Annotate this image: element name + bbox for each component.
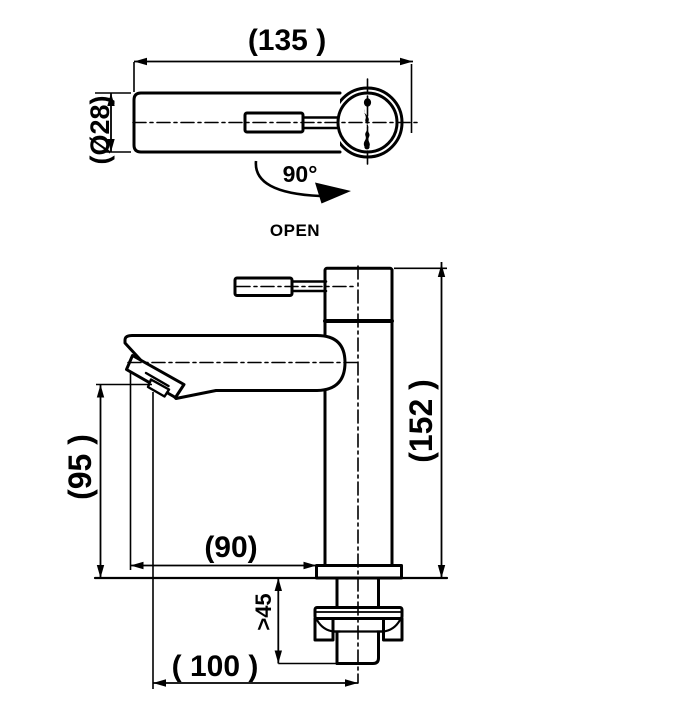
dim-135: (135 ) — [133, 24, 413, 133]
side-view-body-column — [323, 268, 394, 567]
arrowhead-up-icon — [274, 578, 282, 591]
dim-135-label: (135 ) — [248, 24, 326, 57]
dim-95-label: (95 ) — [62, 434, 98, 500]
dim-152-label: (152 ) — [403, 379, 439, 463]
dim-diameter-label: (Ø28) — [85, 95, 115, 164]
dim-90-label: (90) — [204, 531, 257, 564]
dim-90: (90) — [129, 373, 317, 570]
arrowhead-up-icon — [96, 384, 105, 398]
side-view-centerlines — [127, 265, 359, 684]
dim-95: (95 ) — [62, 383, 152, 578]
arrowhead-right-icon — [400, 57, 413, 66]
mounting-shank-upper — [335, 576, 380, 609]
arrowhead-left-icon — [153, 679, 166, 687]
arrowhead-left-icon — [130, 561, 144, 570]
rotation-arrowhead-icon — [315, 182, 351, 204]
rotation-angle-label: 90° — [283, 161, 318, 187]
top-view-handle-neck — [301, 116, 339, 130]
dim-152: (152 ) — [394, 262, 447, 578]
side-view-aerator — [125, 354, 186, 399]
arrowhead-down-icon — [437, 565, 446, 578]
rotation-annotation: 90° OPEN — [254, 160, 351, 240]
open-label: OPEN — [270, 221, 320, 240]
top-view-centerlines — [132, 78, 421, 167]
arrowhead-left-icon — [134, 57, 147, 66]
arrowhead-right-icon — [345, 679, 358, 687]
arrowhead-right-icon — [303, 561, 317, 570]
arrowhead-down-icon — [96, 565, 105, 578]
top-view — [132, 78, 421, 167]
dim-100-label: ( 100 ) — [172, 650, 259, 683]
arrowhead-down-icon — [274, 650, 282, 664]
dim-100: ( 100 ) — [152, 392, 358, 689]
side-view — [93, 265, 449, 684]
arrowhead-up-icon — [107, 93, 115, 106]
arrowhead-down-icon — [107, 139, 115, 152]
dim-45-label: >45 — [251, 593, 276, 630]
mounting-nut — [313, 617, 404, 642]
dim-diameter-28: (Ø28) — [85, 92, 131, 165]
side-view-handle-neck — [290, 280, 328, 293]
dim-45: >45 — [251, 578, 337, 665]
arrowhead-up-icon — [437, 264, 446, 277]
rotation-arc — [254, 160, 321, 198]
side-view-base-plate — [315, 564, 403, 580]
mounting-shank-lower — [335, 631, 380, 665]
